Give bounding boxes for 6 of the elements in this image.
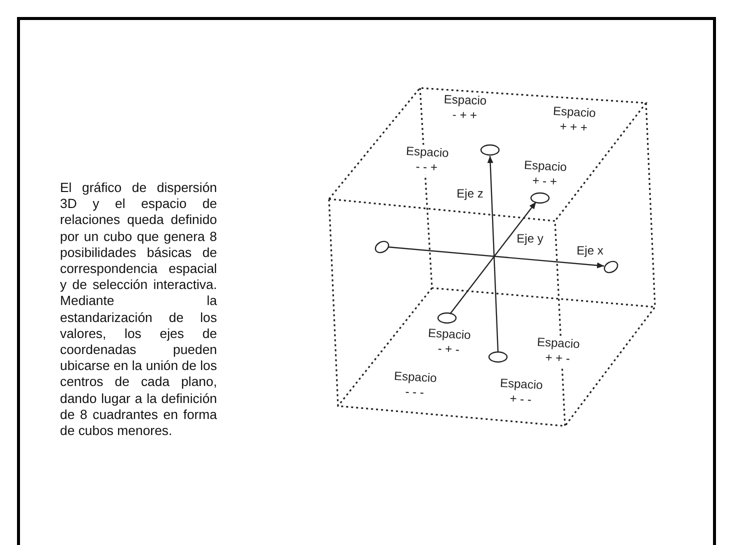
axis-label: Eje y bbox=[516, 232, 544, 246]
space-label: Espacio + + - bbox=[534, 334, 582, 368]
axis-label: Eje z bbox=[456, 186, 484, 202]
space-label: Espacio - - + bbox=[404, 144, 450, 176]
description-paragraph: El gráfico de dispersión 3D y el espacio de relaciones queda definido por un cubo que genera 8 posibilidades básicas de correspondencia espacial y de selección interactiva. Mediante la estandarización de los valores, los ejes de coordenadas pueden ubicarse en la unión de los centros de cada plano, dando lugar a la definición de 8 cuadrantes en forma de cubos menores. bbox=[60, 180, 217, 440]
axis-label: Eje x bbox=[576, 244, 604, 258]
